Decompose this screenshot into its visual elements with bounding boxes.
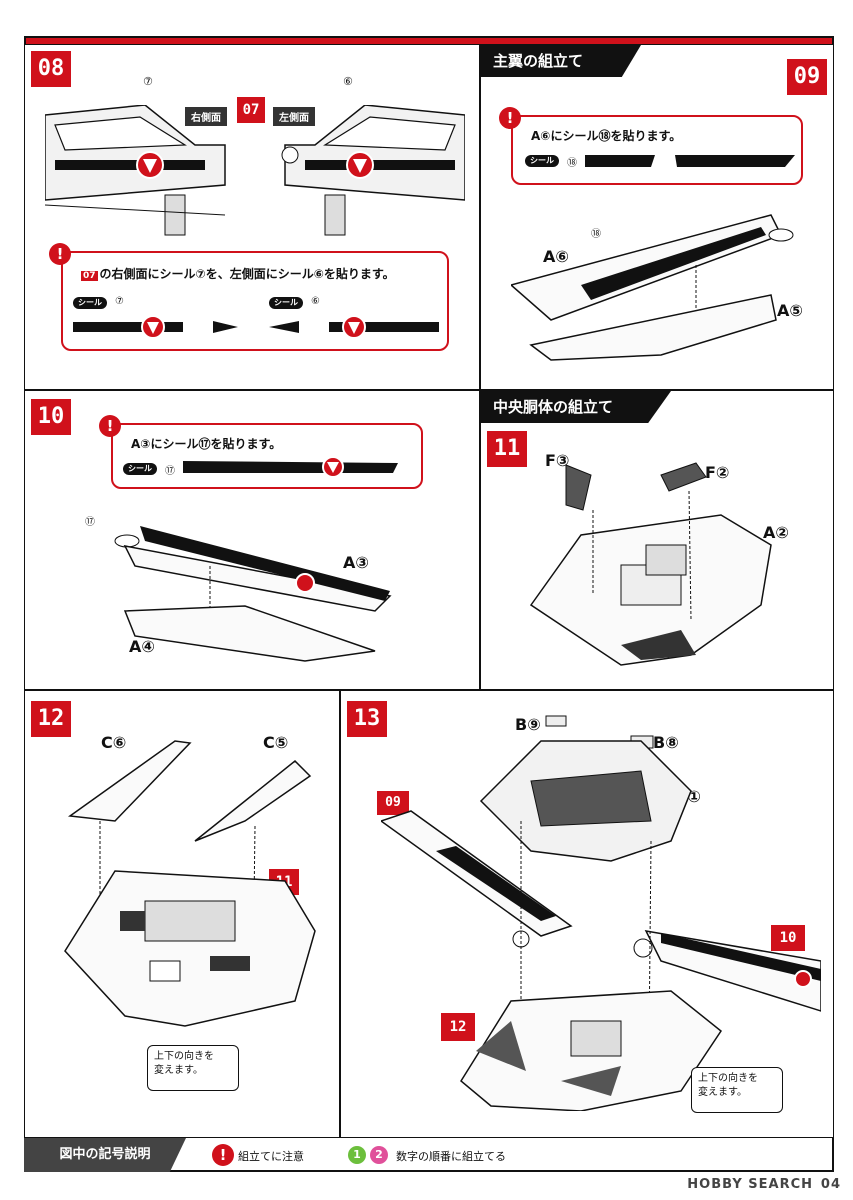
callout-18: ⑱ [591,229,601,240]
fuselage-left-side-drawing [281,105,465,236]
ref-step-09: 09 [377,791,409,815]
part-a5-label: A⑤ [777,301,803,320]
wing-a6-drawing [511,214,794,361]
step-number: 09 [787,59,827,95]
flip-note-line1: 上下の向きを [698,1073,758,1084]
part-b9-label: B⑨ [515,715,541,734]
part-b8-label: B⑧ [653,733,679,752]
caution-icon: ! [99,415,121,437]
note-text: A③にシール⑰を貼ります。 [131,437,282,451]
seal-17-strip [183,456,398,478]
seal-label-a: シール [73,297,107,309]
step12-assembly-drawing [64,740,316,1027]
callout-6: ⑥ [343,75,353,88]
step13-assembly-drawing [381,715,821,1111]
callout-17: ⑰ [85,517,95,528]
seal-num: ⑰ [165,466,175,477]
step-number: 10 [31,399,71,435]
seal-label-b: シール [269,297,303,309]
flip-note: 上下の向きを 変えます。 [147,1045,239,1091]
page-number: 04 [820,1177,841,1192]
ref-step-07-mini: 07 [81,271,98,281]
seal-6-strip [269,315,439,339]
legend-bar: 図中の記号説明 ! 組立てに注意 1 2 数字の順番に組立てる [24,1138,834,1172]
caution-note: ! A⑥にシール⑱を貼ります。 シール ⑱ [499,107,803,185]
part-a6-label: A⑥ [543,247,569,266]
right-side-tag: 右側面 [185,107,227,126]
flip-note-line2: 変えます。 [154,1065,203,1076]
ref-step-07: 07 [237,97,265,123]
ref-step-10: 10 [771,925,805,951]
order-legend-text: 数字の順番に組立てる [396,1150,506,1163]
top-red-bar [24,36,834,44]
center-body-drawing [529,462,772,666]
seal-18-strip [585,155,795,167]
left-side-tag: 左側面 [273,107,315,126]
step-number: 11 [487,431,527,467]
part-f2-label: F② [705,463,730,482]
flip-note-line1: 上下の向きを [154,1051,214,1062]
section-title-center-body: 中央胴体の組立て [481,391,671,423]
seal-num-a: ⑦ [115,296,124,307]
section-title-wing: 主翼の組立て [481,45,641,77]
seal-label: シール [525,155,559,167]
wing-a3-drawing [114,526,392,662]
step-number: 12 [31,701,71,737]
note-body: の右側面にシール⑦を、左側面にシール⑥を貼ります。 [99,267,395,281]
watermark: HOBBY SEARCH [687,1177,813,1192]
part-f3-label: F③ [545,451,570,470]
caution-note: ! A③にシール⑰を貼ります。 シール ⑰ [99,415,423,489]
part-c6-label: C⑥ [101,733,127,752]
part-a3-label: A③ [343,553,369,572]
order-2-icon: 2 [370,1146,388,1164]
order-1-icon: 1 [348,1146,366,1164]
step-09-panel: 主翼の組立て 09 ! A⑥にシール⑱を貼ります。 シール ⑱ ⑱ A⑥ A⑤ [480,44,834,390]
seal-num-b: ⑥ [311,296,320,307]
legend-title: 図中の記号説明 [24,1138,186,1172]
step-13-panel: 13 B⑨ B⑧ A① 09 10 12 上下の向きを 変えます。 [340,690,834,1138]
step-10-panel: 10 ! A③にシール⑰を貼ります。 シール ⑰ ⑰ A③ A④ [24,390,480,690]
fuselage-right-side-drawing [45,105,226,236]
caution-icon: ! [49,243,71,265]
seal-label: シール [123,463,157,475]
part-a2-label: A② [763,523,789,542]
caution-icon: ! [499,107,521,129]
note-text: A⑥にシール⑱を貼ります。 [531,129,682,143]
step-number: 08 [31,51,71,87]
part-a4-label: A④ [129,637,155,656]
seal-num: ⑱ [567,158,577,169]
callout-7: ⑦ [143,75,153,88]
caution-legend-icon: ! [212,1144,234,1166]
caution-legend-text: 組立てに注意 [238,1150,304,1163]
seal-7-strip [73,315,238,339]
flip-note-line2: 変えます。 [698,1087,747,1098]
flip-note: 上下の向きを 変えます。 [691,1067,783,1113]
step-number: 13 [347,701,387,737]
step-11-panel: 中央胴体の組立て 11 F③ F② A② [480,390,834,690]
ref-step-12: 12 [441,1013,475,1041]
step-12-panel: 12 C⑥ C⑤ 11 上下の向きを 変えます。 [24,690,340,1138]
part-c5-label: C⑤ [263,733,289,752]
